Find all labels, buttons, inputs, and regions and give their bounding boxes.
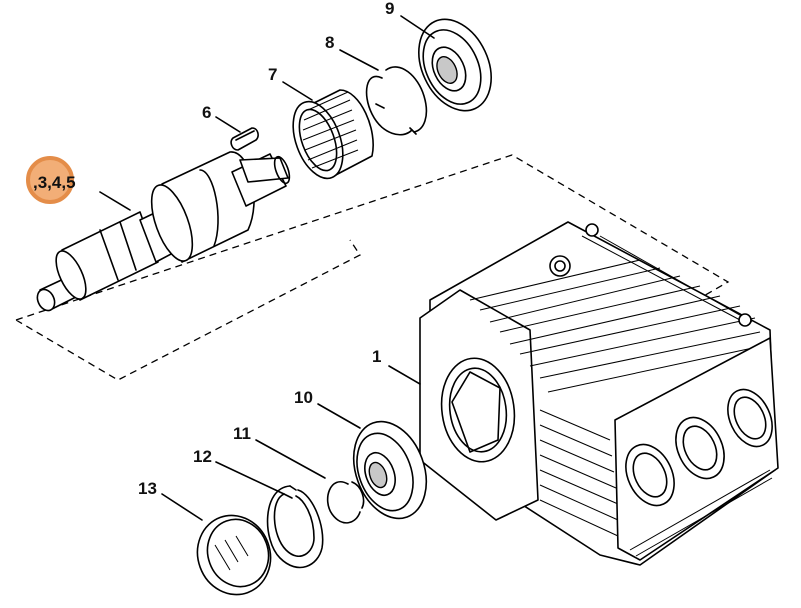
part-7-needle-bearing[interactable] xyxy=(284,89,374,185)
part-3-4-5-crankshaft[interactable] xyxy=(34,151,292,313)
assembly-dashed-outline xyxy=(15,154,730,381)
part-9-seal[interactable] xyxy=(405,8,505,123)
callout-10[interactable]: 10 xyxy=(294,388,313,407)
part-8-snap-ring[interactable] xyxy=(365,66,428,136)
selection-highlight xyxy=(26,156,74,204)
callout-labels: 9 8 7 6 ,3,4,5 1 10 11 12 13 xyxy=(33,0,394,498)
part-11-retaining-ring[interactable] xyxy=(326,481,365,524)
part-1-pump-housing[interactable] xyxy=(419,221,781,566)
callout-13[interactable]: 13 xyxy=(138,479,157,498)
part-13-cover-plug[interactable] xyxy=(186,505,281,605)
callout-8[interactable]: 8 xyxy=(325,33,334,52)
part-6-key[interactable] xyxy=(230,127,259,151)
callout-11[interactable]: 11 xyxy=(233,424,251,443)
leader-lines xyxy=(99,15,435,521)
callout-9[interactable]: 9 xyxy=(385,0,394,18)
callout-1[interactable]: 1 xyxy=(372,347,381,366)
callout-7[interactable]: 7 xyxy=(268,65,277,84)
part-12-snap-ring[interactable] xyxy=(266,485,324,569)
callout-12[interactable]: 12 xyxy=(193,447,212,466)
callout-6[interactable]: 6 xyxy=(202,103,211,122)
callout-3-4-5[interactable]: ,3,4,5 xyxy=(33,173,76,192)
part-10-ball-bearing[interactable] xyxy=(341,411,439,528)
